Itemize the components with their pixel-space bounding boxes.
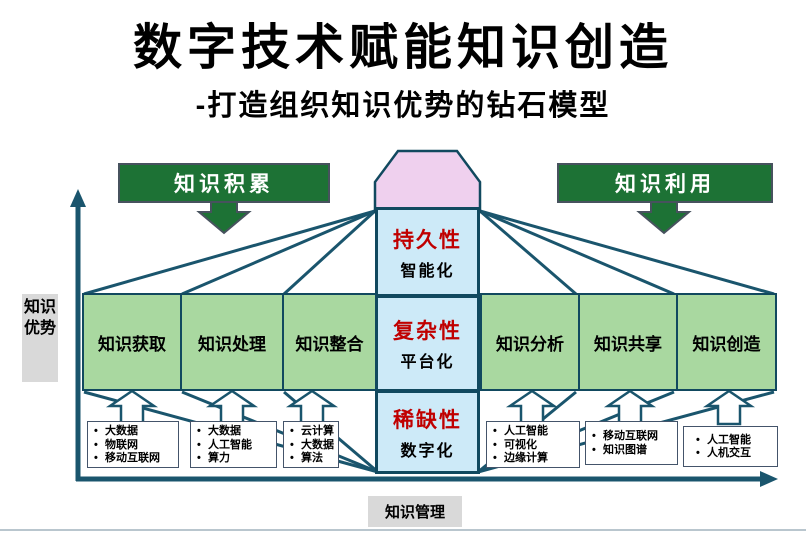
x-axis-label: 知识管理 [368,496,462,527]
tech-item: 移动互联网 [588,430,658,444]
tech-box-analysis: 人工智能 可视化 边缘计算 [486,421,580,468]
fan-lines-upper-left [83,209,377,296]
trait-label: 稀缺性 [393,408,462,432]
stage-box-creation: 知识创造 [676,293,777,391]
banner-knowledge-utilization: 知识利用 [557,163,773,203]
tech-item: 人机交互 [692,447,751,461]
tech-item: 大数据 [90,425,175,439]
tech-box-creation: 人工智能 人机交互 [683,426,778,467]
up-arrow-icon [603,389,657,426]
x-axis [76,471,778,487]
tech-item: 人工智能 [692,434,751,448]
tech-box-sharing: 移动互联网 知识图谱 [585,421,678,465]
down-arrow-icon [196,200,252,235]
diamond-top-shape [373,149,482,214]
tech-item: 大数据 [286,439,335,453]
up-arrow-icon [285,389,339,426]
tech-item: 物联网 [90,439,175,453]
fan-lines-upper-right [479,209,775,296]
stage-box-acquisition: 知识获取 [82,293,182,391]
tech-item: 移动互联网 [90,452,175,466]
enabler-label: 平台化 [400,354,455,371]
stage-box-analysis: 知识分析 [480,293,580,391]
center-section-durability: 持久性 智能化 [375,207,480,297]
tech-item: 大数据 [193,425,273,439]
enabler-label: 数字化 [400,442,455,460]
tech-item: 人工智能 [489,425,576,439]
center-section-scarcity: 稀缺性 数字化 [375,390,480,474]
tech-item: 可视化 [489,439,576,453]
stage-box-processing: 知识处理 [180,293,284,391]
tech-item: 云计算 [286,425,335,439]
bottom-divider [0,529,806,531]
down-arrow-icon [636,200,692,235]
up-arrow-icon [105,389,159,426]
page-title: 数字技术赋能知识创造 [132,21,673,75]
up-arrow-icon [702,389,756,426]
y-axis-arrow-icon [70,189,86,207]
enabler-label: 智能化 [400,262,455,280]
tech-item: 算力 [193,452,273,466]
trait-label: 持久性 [393,228,462,252]
center-section-complexity: 复杂性 平台化 [375,295,480,392]
tech-item: 知识图谱 [588,444,658,458]
stage-box-sharing: 知识共享 [578,293,678,391]
tech-box-integration: 云计算 大数据 算法 [283,421,339,468]
tech-item: 算法 [286,452,335,466]
y-axis [70,189,86,481]
tech-item: 人工智能 [193,439,273,453]
up-arrow-icon [505,389,559,426]
trait-label: 复杂性 [393,320,462,343]
page-subtitle: -打造组织知识优势的钻石模型 [195,90,611,122]
tech-item: 边缘计算 [489,452,576,466]
x-axis-arrow-icon [760,471,778,487]
y-axis-label: 知识优势 [22,294,58,382]
banner-knowledge-accumulation: 知识积累 [118,163,330,203]
tech-box-acquisition: 大数据 物联网 移动互联网 [87,421,179,468]
tech-box-processing: 大数据 人工智能 算力 [190,421,277,468]
stage-box-integration: 知识整合 [282,293,377,391]
